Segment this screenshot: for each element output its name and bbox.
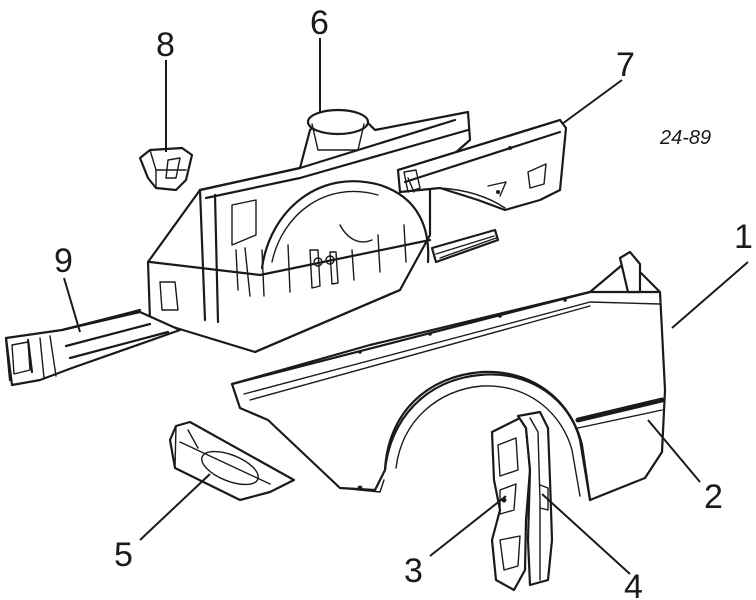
leader-line-7 [561, 79, 623, 125]
part-label-8: 8 [156, 26, 175, 64]
reinforcement-strip [430, 228, 500, 264]
part-label-9: 9 [54, 242, 73, 280]
part-1-front-fender [230, 250, 667, 502]
part-label-2: 2 [704, 478, 723, 516]
leader-line-4 [541, 493, 631, 575]
part-label-6: 6 [310, 4, 329, 42]
part-5-closing-plate [168, 420, 296, 502]
leader-line-1 [671, 261, 749, 329]
part-label-3: 3 [404, 552, 423, 590]
part-6-inner-apron [146, 108, 472, 354]
part-label-4: 4 [624, 568, 643, 600]
part-9-front-rail [4, 308, 182, 387]
part-label-5: 5 [114, 536, 133, 574]
leader-line-9 [63, 277, 81, 333]
part-8-bracket [138, 146, 194, 192]
leader-line-5 [139, 473, 211, 541]
leader-line-2 [647, 419, 701, 483]
leader-line-3 [429, 495, 507, 557]
part-3-splash-shield [490, 416, 532, 592]
part-label-7: 7 [616, 46, 635, 84]
part-7-upper-rail [396, 118, 568, 212]
part-label-1: 1 [734, 218, 753, 256]
diagram-code: 24-89 [659, 127, 711, 149]
